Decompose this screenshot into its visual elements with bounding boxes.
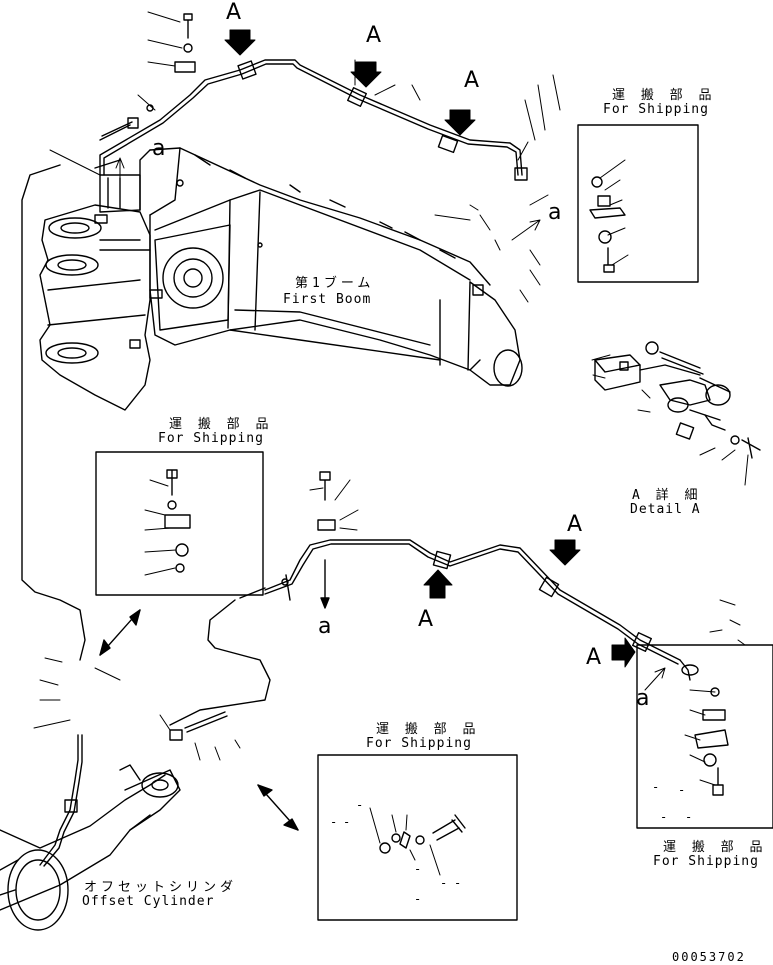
dash-mark: - <box>454 876 463 890</box>
shipping-caption-jp: 運 搬 部 品 <box>663 840 767 855</box>
dash-mark: - <box>440 876 449 890</box>
ref-a-marker: a <box>636 686 650 711</box>
view-a-marker: A <box>567 512 583 537</box>
view-a-arrows <box>115 29 666 691</box>
dash-mark: - <box>414 892 423 906</box>
upper-pipe-line <box>99 13 528 181</box>
first-boom-illustration <box>39 147 523 411</box>
shipping-caption: For Shipping <box>366 736 472 751</box>
ref-a-marker: a <box>152 136 166 161</box>
leader-lines <box>33 11 749 876</box>
dash-mark: - <box>660 810 669 824</box>
dash-mark: - <box>414 862 423 876</box>
view-a-marker: A <box>586 645 602 670</box>
detail-a-label: Detail A <box>630 502 701 517</box>
first-boom-label-jp: 第1ブーム <box>295 276 375 291</box>
shipping-caption-jp: 運 搬 部 品 <box>169 417 273 432</box>
dash-mark: - <box>356 798 365 812</box>
shipping-box-left <box>95 451 264 596</box>
first-boom-label: First Boom <box>283 292 372 307</box>
view-a-marker: A <box>464 68 480 93</box>
shipping-caption: For Shipping <box>603 102 709 117</box>
shipping-box-bottom-center <box>317 754 518 921</box>
ref-a-marker: a <box>548 200 562 225</box>
dash-mark: - <box>652 780 661 794</box>
view-a-marker: A <box>418 607 434 632</box>
lower-pipe-line <box>264 471 699 681</box>
shipping-caption: For Shipping <box>653 854 759 869</box>
shipping-box-bottom-right <box>636 644 773 829</box>
dash-mark: - <box>330 815 339 829</box>
offset-cylinder-label-jp: オフセットシリンダ <box>84 880 238 895</box>
shipping-caption: For Shipping <box>158 431 264 446</box>
link-arrows <box>99 609 299 831</box>
ref-a-marker: a <box>318 614 332 639</box>
detail-a-label-jp: A 詳 細 <box>632 488 702 503</box>
view-a-marker: A <box>226 0 242 25</box>
dash-mark: - <box>343 815 352 829</box>
offset-cylinder-illustration <box>0 734 181 931</box>
detail-a-illustration <box>594 341 761 459</box>
view-a-marker: A <box>366 23 382 48</box>
dash-mark: - <box>678 783 687 797</box>
shipping-box-top-right <box>577 124 699 283</box>
offset-cylinder-label: Offset Cylinder <box>82 894 215 909</box>
shipping-caption-jp: 運 搬 部 品 <box>612 88 716 103</box>
drawing-number: 00053702 <box>672 950 746 964</box>
dash-mark: - <box>685 810 694 824</box>
shipping-caption-jp: 運 搬 部 品 <box>376 722 480 737</box>
left-hose <box>21 159 121 661</box>
lower-left-hose <box>169 574 291 741</box>
